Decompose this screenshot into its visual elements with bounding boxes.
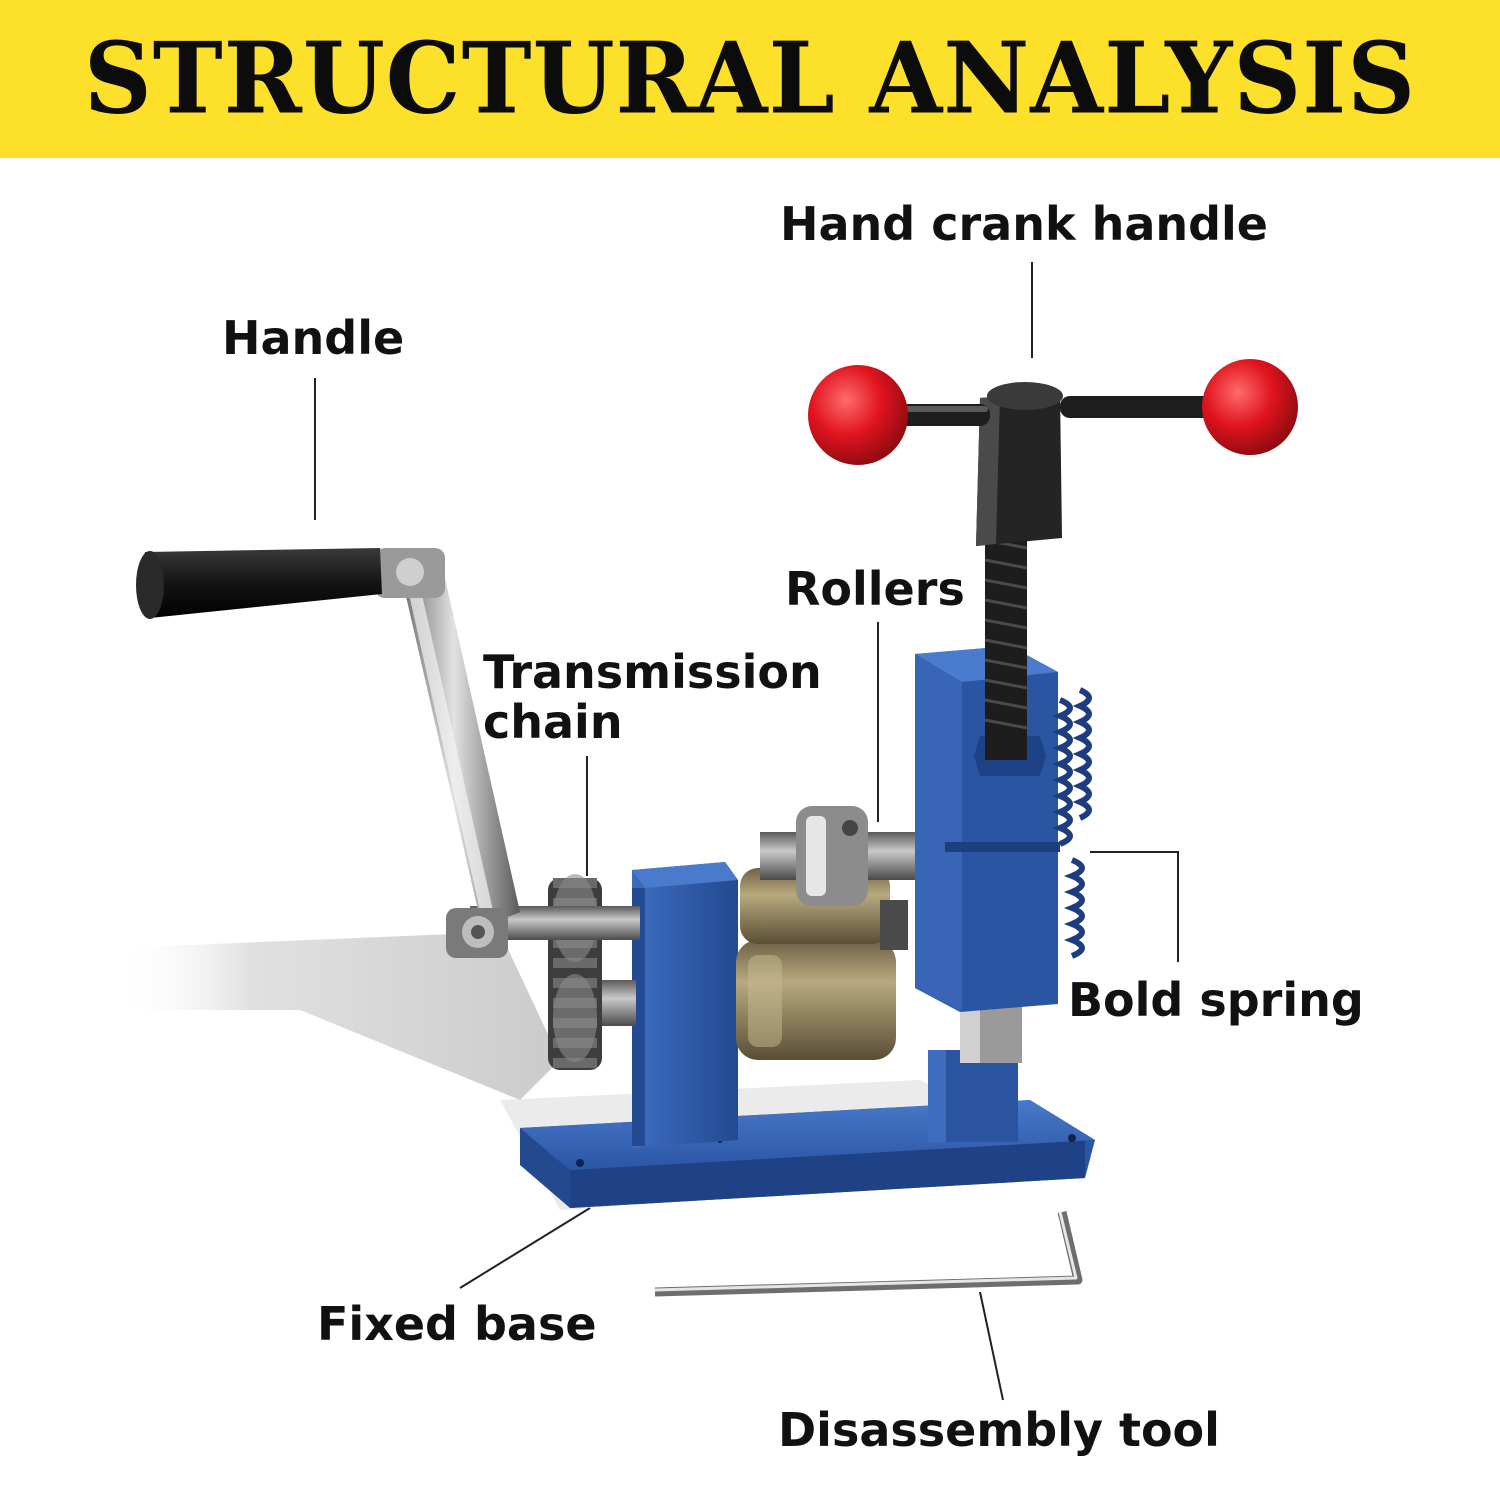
label-disassembly-tool: Disassembly tool xyxy=(778,1403,1220,1457)
label-hand-crank-handle: Hand crank handle xyxy=(780,197,1269,251)
label-transmission-chain: Transmission chain xyxy=(483,645,822,749)
sprockets-chain xyxy=(548,874,602,1070)
ground-shadow xyxy=(118,932,560,1100)
page-title: STRUCTURAL ANALYSIS xyxy=(83,21,1417,137)
leader-line-disassembly xyxy=(979,1291,1004,1401)
header-banner: STRUCTURAL ANALYSIS xyxy=(0,0,1500,158)
machine-illustration xyxy=(118,262,1298,1401)
gear-housing xyxy=(632,862,738,1148)
label-transmission-line1: Transmission xyxy=(483,645,822,699)
crank-arm xyxy=(375,548,520,958)
label-handle: Handle xyxy=(222,311,405,365)
label-rollers: Rollers xyxy=(785,562,965,616)
t-handle xyxy=(890,382,1230,546)
leader-line-bold-spring xyxy=(1090,851,1179,962)
label-fixed-base: Fixed base xyxy=(317,1297,597,1351)
handle-grip xyxy=(136,548,382,619)
label-transmission-line2: chain xyxy=(483,694,623,749)
leader-lines xyxy=(314,262,1179,1401)
left-knob xyxy=(808,365,908,465)
threaded-screw xyxy=(984,520,1028,760)
disassembly-tool xyxy=(654,1210,1083,1297)
bold-springs xyxy=(1051,687,1092,959)
leader-line-fixed-base xyxy=(459,1207,591,1289)
right-knob xyxy=(1202,359,1298,455)
label-bold-spring: Bold spring xyxy=(1068,973,1364,1027)
